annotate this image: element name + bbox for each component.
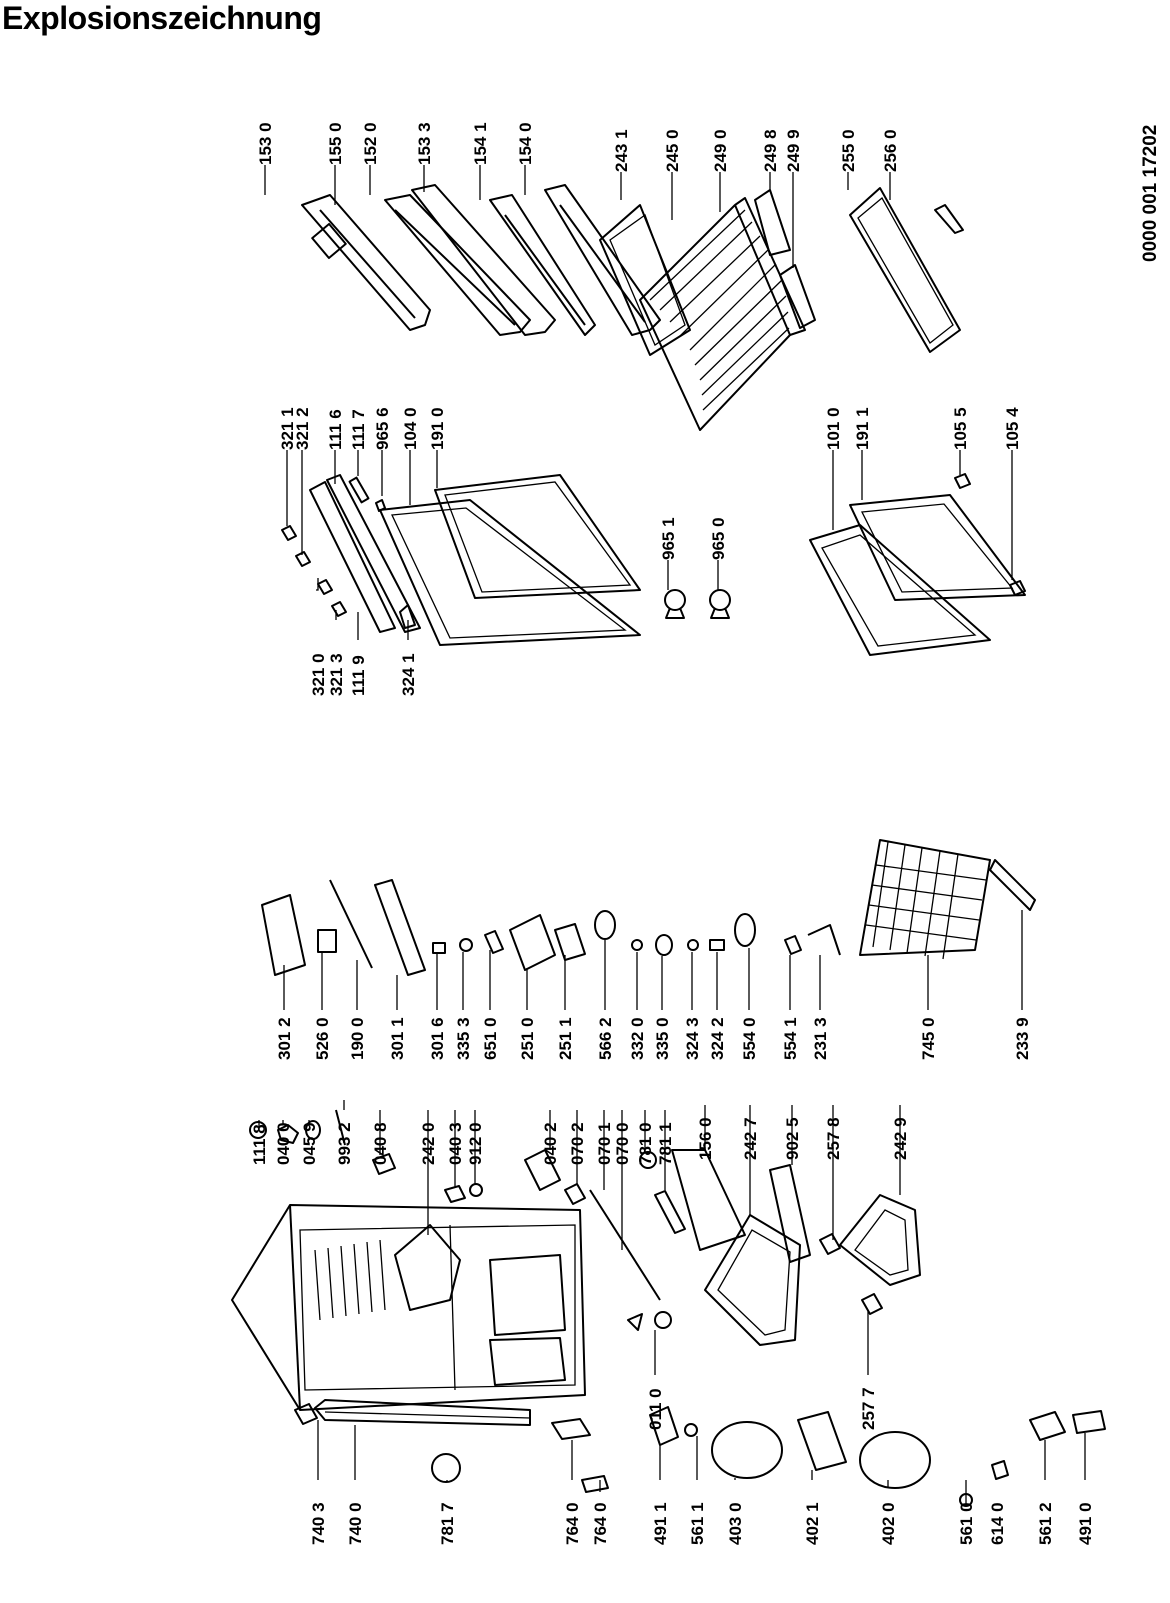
- part-label: 104 0: [401, 407, 420, 450]
- part-label: 011 0: [646, 1388, 665, 1430]
- part-label: 965 6: [373, 407, 392, 450]
- part-label: 335 0: [653, 1017, 672, 1060]
- part-label: 040 8: [371, 1122, 390, 1165]
- part-drawings: [231, 184, 1106, 1507]
- part-label: 251 1: [556, 1017, 575, 1060]
- part-label: 251 0: [518, 1017, 537, 1060]
- part-label: 781 7: [438, 1502, 457, 1545]
- part-label: 321 2: [293, 407, 312, 450]
- part-label: 257 7: [859, 1387, 878, 1430]
- part-label: 190 0: [348, 1017, 367, 1060]
- part-label: 651 0: [481, 1017, 500, 1060]
- part-label: 233 9: [1013, 1017, 1032, 1060]
- part-label: 321 0: [309, 653, 328, 696]
- part-label: 321 3: [327, 653, 346, 696]
- part-label: 153 0: [256, 122, 275, 165]
- part-label: 740 0: [346, 1502, 365, 1545]
- part-label: 332 0: [628, 1017, 647, 1060]
- part-label: 040 0: [274, 1122, 293, 1165]
- part-label: 745 0: [919, 1017, 938, 1060]
- part-label: 040 3: [446, 1122, 465, 1165]
- part-label: 764 0: [563, 1502, 582, 1545]
- part-label: 152 0: [361, 122, 380, 165]
- leader-lines: [258, 165, 1086, 1506]
- part-label: 111 6: [326, 409, 345, 450]
- part-label: 554 0: [740, 1017, 759, 1060]
- part-label: 614 0: [988, 1502, 1007, 1545]
- part-label: 781 1: [656, 1122, 675, 1165]
- part-label: 965 0: [709, 517, 728, 560]
- part-label: 070 2: [568, 1122, 587, 1165]
- part-label: 249 9: [784, 129, 803, 172]
- part-label: 526 0: [313, 1017, 332, 1060]
- part-label: 965 1: [659, 517, 678, 560]
- part-label: 242 0: [419, 1122, 438, 1165]
- part-label: 335 3: [454, 1017, 473, 1060]
- part-label: 249 8: [761, 129, 780, 172]
- part-label: 111 9: [349, 655, 368, 696]
- part-label: 993 2: [335, 1122, 354, 1165]
- page-title: Explosionszeichnung: [2, 0, 322, 36]
- part-label: 105 5: [951, 407, 970, 450]
- part-label: 242 9: [891, 1117, 910, 1160]
- part-label: 324 3: [683, 1017, 702, 1060]
- part-label: 257 8: [824, 1117, 843, 1160]
- part-label: 101 0: [824, 407, 843, 450]
- part-label: 153 3: [415, 122, 434, 165]
- part-label: 231 3: [811, 1017, 830, 1060]
- part-label: 111 8: [250, 1124, 269, 1165]
- part-label: 781 0: [636, 1122, 655, 1165]
- part-label: 403 0: [726, 1502, 745, 1545]
- part-label: 301 2: [275, 1017, 294, 1060]
- part-label: 249 0: [711, 129, 730, 172]
- part-label: 242 7: [741, 1117, 760, 1160]
- part-label: 070 1: [595, 1122, 614, 1165]
- part-label: 566 2: [596, 1017, 615, 1060]
- part-label: 324 1: [399, 653, 418, 696]
- part-label: 040 2: [541, 1122, 560, 1165]
- part-label: 402 1: [803, 1502, 822, 1545]
- part-label: 764 0: [591, 1502, 610, 1545]
- part-label: 301 1: [388, 1017, 407, 1060]
- part-label: 554 1: [781, 1017, 800, 1060]
- part-label: 155 0: [326, 122, 345, 165]
- part-label: 156 0: [696, 1117, 715, 1160]
- part-label: 740 3: [309, 1502, 328, 1545]
- part-label: 105 4: [1003, 407, 1022, 450]
- part-label: 321 1: [278, 407, 297, 450]
- document-number: 0000 001 17202: [1140, 125, 1161, 262]
- part-label: 491 0: [1076, 1502, 1095, 1545]
- part-label: 561 0: [957, 1502, 976, 1545]
- part-label: 245 0: [663, 129, 682, 172]
- part-label: 191 0: [428, 407, 447, 450]
- part-label: 256 0: [881, 129, 900, 172]
- part-label: 243 1: [612, 129, 631, 172]
- part-label: 324 2: [708, 1017, 727, 1060]
- part-label: 070 0: [613, 1122, 632, 1165]
- part-label: 255 0: [839, 129, 858, 172]
- part-label: 491 1: [651, 1502, 670, 1545]
- part-label: 301 6: [428, 1017, 447, 1060]
- part-labels: 153 0 155 0 152 0 153 3 154 1 154 0 243 …: [250, 122, 1095, 1545]
- part-label: 111 7: [349, 409, 368, 450]
- part-label: 561 2: [1036, 1502, 1055, 1545]
- part-label: 045 9: [300, 1122, 319, 1165]
- part-label: 154 0: [516, 122, 535, 165]
- part-label: 912 0: [466, 1122, 485, 1165]
- part-label: 154 1: [471, 122, 490, 165]
- part-label: 561 1: [688, 1502, 707, 1545]
- part-label: 902 5: [783, 1117, 802, 1160]
- part-label: 402 0: [879, 1502, 898, 1545]
- part-label: 191 1: [853, 407, 872, 450]
